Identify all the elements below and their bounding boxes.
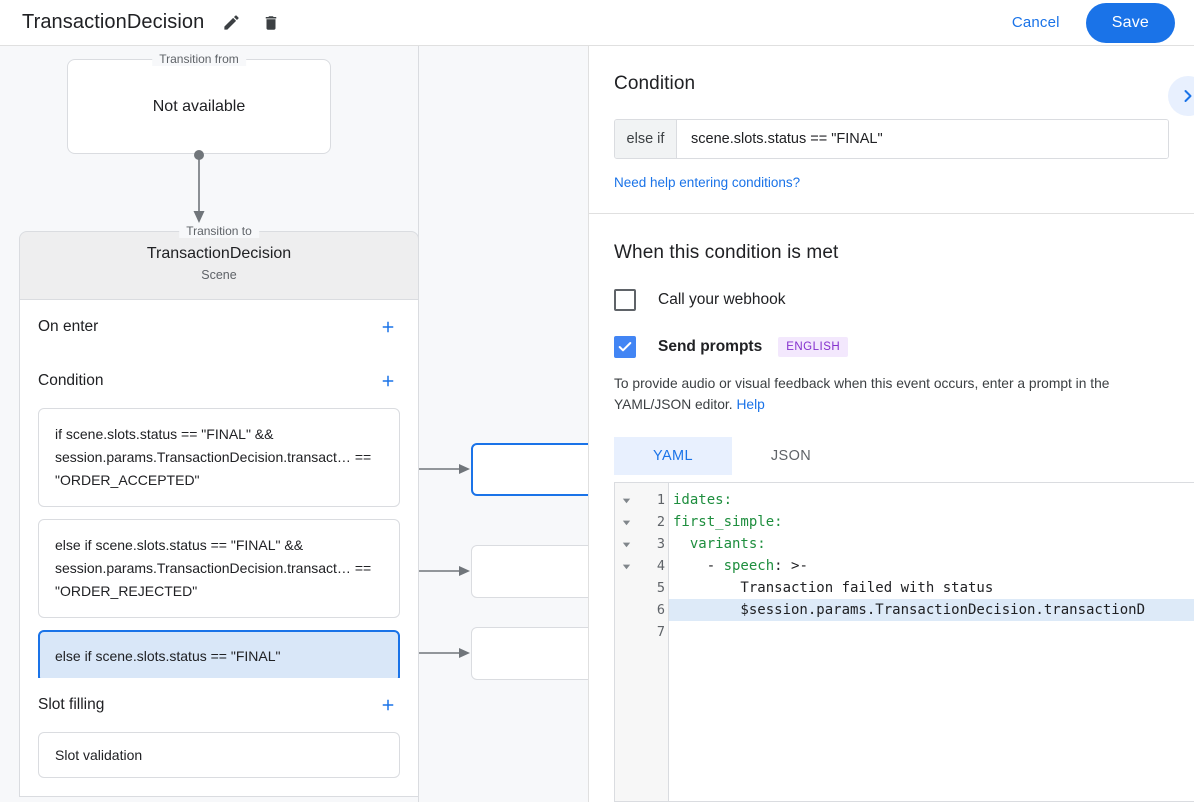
fold-spacer xyxy=(615,599,638,621)
section-header: Slot filling xyxy=(20,678,418,732)
condition-section: Condition else if Need help entering con… xyxy=(589,46,1194,192)
page-title: TransactionDecision xyxy=(22,11,205,33)
slot-validation-item[interactable]: Slot validation xyxy=(38,732,400,778)
cancel-button[interactable]: Cancel xyxy=(1002,6,1070,39)
line-number: 2 xyxy=(656,514,665,530)
add-condition-button[interactable] xyxy=(376,369,400,393)
tab-json[interactable]: JSON xyxy=(732,437,850,475)
code-line[interactable]: Transaction failed with status xyxy=(673,580,994,596)
transition-from-legend: Transition from xyxy=(152,52,246,66)
plus-icon xyxy=(382,321,394,333)
details-panel: Condition else if Need help entering con… xyxy=(588,46,1194,802)
add-on-enter-button[interactable] xyxy=(376,315,400,339)
section-slot-filling: Slot filling Slot validation xyxy=(19,678,419,797)
send-prompts-label: Send prompts xyxy=(658,338,763,355)
transition-to-card: Transition to TransactionDecision Scene xyxy=(19,224,419,300)
section-divider xyxy=(589,213,1194,214)
line-number: 6 xyxy=(656,602,665,618)
send-prompts-checkbox-row: Send prompts ENGLISH xyxy=(614,336,1169,358)
section-on-enter: On enter xyxy=(19,300,419,355)
prompts-help-link[interactable]: Help xyxy=(736,397,765,412)
line-number: 1 xyxy=(656,492,665,508)
code-line[interactable]: $session.params.TransactionDecision.tran… xyxy=(669,599,1194,621)
condition-list-item-selected[interactable]: else if scene.slots.status == "FINAL" xyxy=(38,630,400,683)
condition-expression-input[interactable] xyxy=(677,120,1168,158)
code-line[interactable]: idates: xyxy=(673,492,733,508)
transition-to-legend: Transition to xyxy=(179,224,259,238)
code-editor-wrap: 1 2 3 4 5 6 7 idates: first_simple: variants: -… xyxy=(589,482,1194,802)
code-line[interactable]: - speech: >- xyxy=(673,558,808,574)
trash-icon[interactable] xyxy=(258,10,284,36)
yaml-editor[interactable]: 1 2 3 4 5 6 7 idates: first_simple: variants: -… xyxy=(614,482,1194,802)
section-header: On enter xyxy=(20,300,418,354)
app-header: TransactionDecision Cancel Save xyxy=(0,0,1194,46)
editor-format-tabs: YAML JSON xyxy=(614,437,1169,475)
fold-spacer xyxy=(615,577,638,599)
language-badge: ENGLISH xyxy=(778,337,849,357)
transition-from-value: Not available xyxy=(152,97,246,115)
section-header: Condition xyxy=(20,354,418,408)
section-title-condition: Condition xyxy=(38,372,104,389)
condition-list-item[interactable]: if scene.slots.status == "FINAL" && sess… xyxy=(38,408,400,507)
transition-target-box-3[interactable] xyxy=(471,627,588,680)
fold-triangle-icon[interactable] xyxy=(615,533,638,555)
code-line[interactable] xyxy=(669,621,1194,643)
prompts-description: To provide audio or visual feedback when… xyxy=(614,373,1169,415)
when-condition-met-section: When this condition is met Call your web… xyxy=(589,214,1194,475)
section-condition: Condition if scene.slots.status == "FINA… xyxy=(19,354,419,698)
transition-target-box-1[interactable] xyxy=(471,443,588,496)
section-title-on-enter: On enter xyxy=(38,318,99,335)
add-slot-filling-button[interactable] xyxy=(376,693,400,717)
line-number: 4 xyxy=(656,558,665,574)
transition-target-box-2[interactable] xyxy=(471,545,588,598)
fold-spacer xyxy=(615,621,638,643)
webhook-checkbox-row: Call your webhook xyxy=(614,289,1169,311)
editor-line-numbers: 1 2 3 4 5 6 7 xyxy=(638,483,669,801)
pencil-icon[interactable] xyxy=(218,10,244,36)
send-prompts-checkbox[interactable] xyxy=(614,336,636,358)
tab-yaml[interactable]: YAML xyxy=(614,437,732,475)
check-icon xyxy=(618,342,632,352)
editor-code-area[interactable]: idates: first_simple: variants: - speech:… xyxy=(669,483,1194,801)
line-number: 3 xyxy=(656,536,665,552)
when-condition-met-heading: When this condition is met xyxy=(614,242,839,263)
plus-icon xyxy=(382,375,394,387)
plus-icon xyxy=(382,699,394,711)
fold-triangle-icon[interactable] xyxy=(615,489,638,511)
editor-fold-column xyxy=(615,483,638,801)
call-webhook-label: Call your webhook xyxy=(658,291,786,308)
transition-to-subtitle: Scene xyxy=(201,268,237,282)
transition-from-card: Transition from Not available xyxy=(67,52,331,154)
condition-input-row: else if xyxy=(614,119,1169,159)
section-title-slot-filling: Slot filling xyxy=(38,696,105,713)
condition-help-link[interactable]: Need help entering conditions? xyxy=(614,175,801,190)
fold-triangle-icon[interactable] xyxy=(615,555,638,577)
transition-to-title: TransactionDecision xyxy=(146,245,292,262)
scene-canvas: Transition from Not available Transition… xyxy=(0,46,588,802)
call-webhook-checkbox[interactable] xyxy=(614,289,636,311)
condition-list-item[interactable]: else if scene.slots.status == "FINAL" &&… xyxy=(38,519,400,618)
code-line[interactable]: first_simple: xyxy=(673,514,783,530)
condition-heading: Condition xyxy=(614,73,696,94)
fold-triangle-icon[interactable] xyxy=(615,511,638,533)
prompts-description-text: To provide audio or visual feedback when… xyxy=(614,376,1110,412)
line-number: 7 xyxy=(656,624,665,640)
code-line[interactable]: variants: xyxy=(673,536,766,552)
chevron-right-icon[interactable] xyxy=(1168,76,1194,116)
condition-prefix-label: else if xyxy=(615,120,677,158)
save-button[interactable]: Save xyxy=(1085,2,1175,43)
line-number: 5 xyxy=(656,580,665,596)
